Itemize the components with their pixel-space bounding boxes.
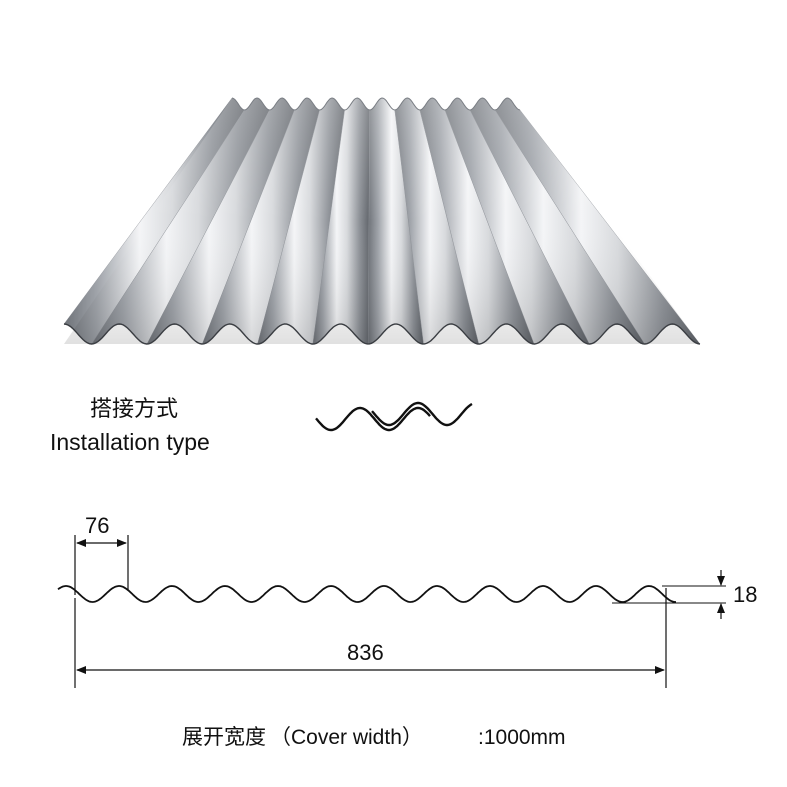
overlap-profile-icon	[315, 401, 473, 432]
sheet-render	[63, 97, 701, 345]
overlap-profile-upper	[371, 401, 473, 427]
profile-wave	[57, 585, 676, 603]
sheet-front-edge	[63, 323, 701, 345]
installation-label-cn: 搭接方式	[90, 396, 178, 421]
pitch-value: 76	[85, 513, 109, 538]
sheet-back-edge	[231, 97, 521, 111]
cross-section: 76 18 836	[57, 513, 757, 688]
cover-width-label-en: （Cover width）	[270, 726, 423, 749]
span-value: 836	[347, 640, 384, 665]
height-value: 18	[733, 582, 757, 607]
overlap-profile-lower	[315, 406, 431, 432]
sheet-shade-overlay	[64, 98, 700, 344]
installation-label-en: Installation type	[50, 429, 210, 455]
cover-width-label-cn: 展开宽度	[182, 726, 266, 749]
cover-width-value: :1000mm	[478, 726, 566, 749]
